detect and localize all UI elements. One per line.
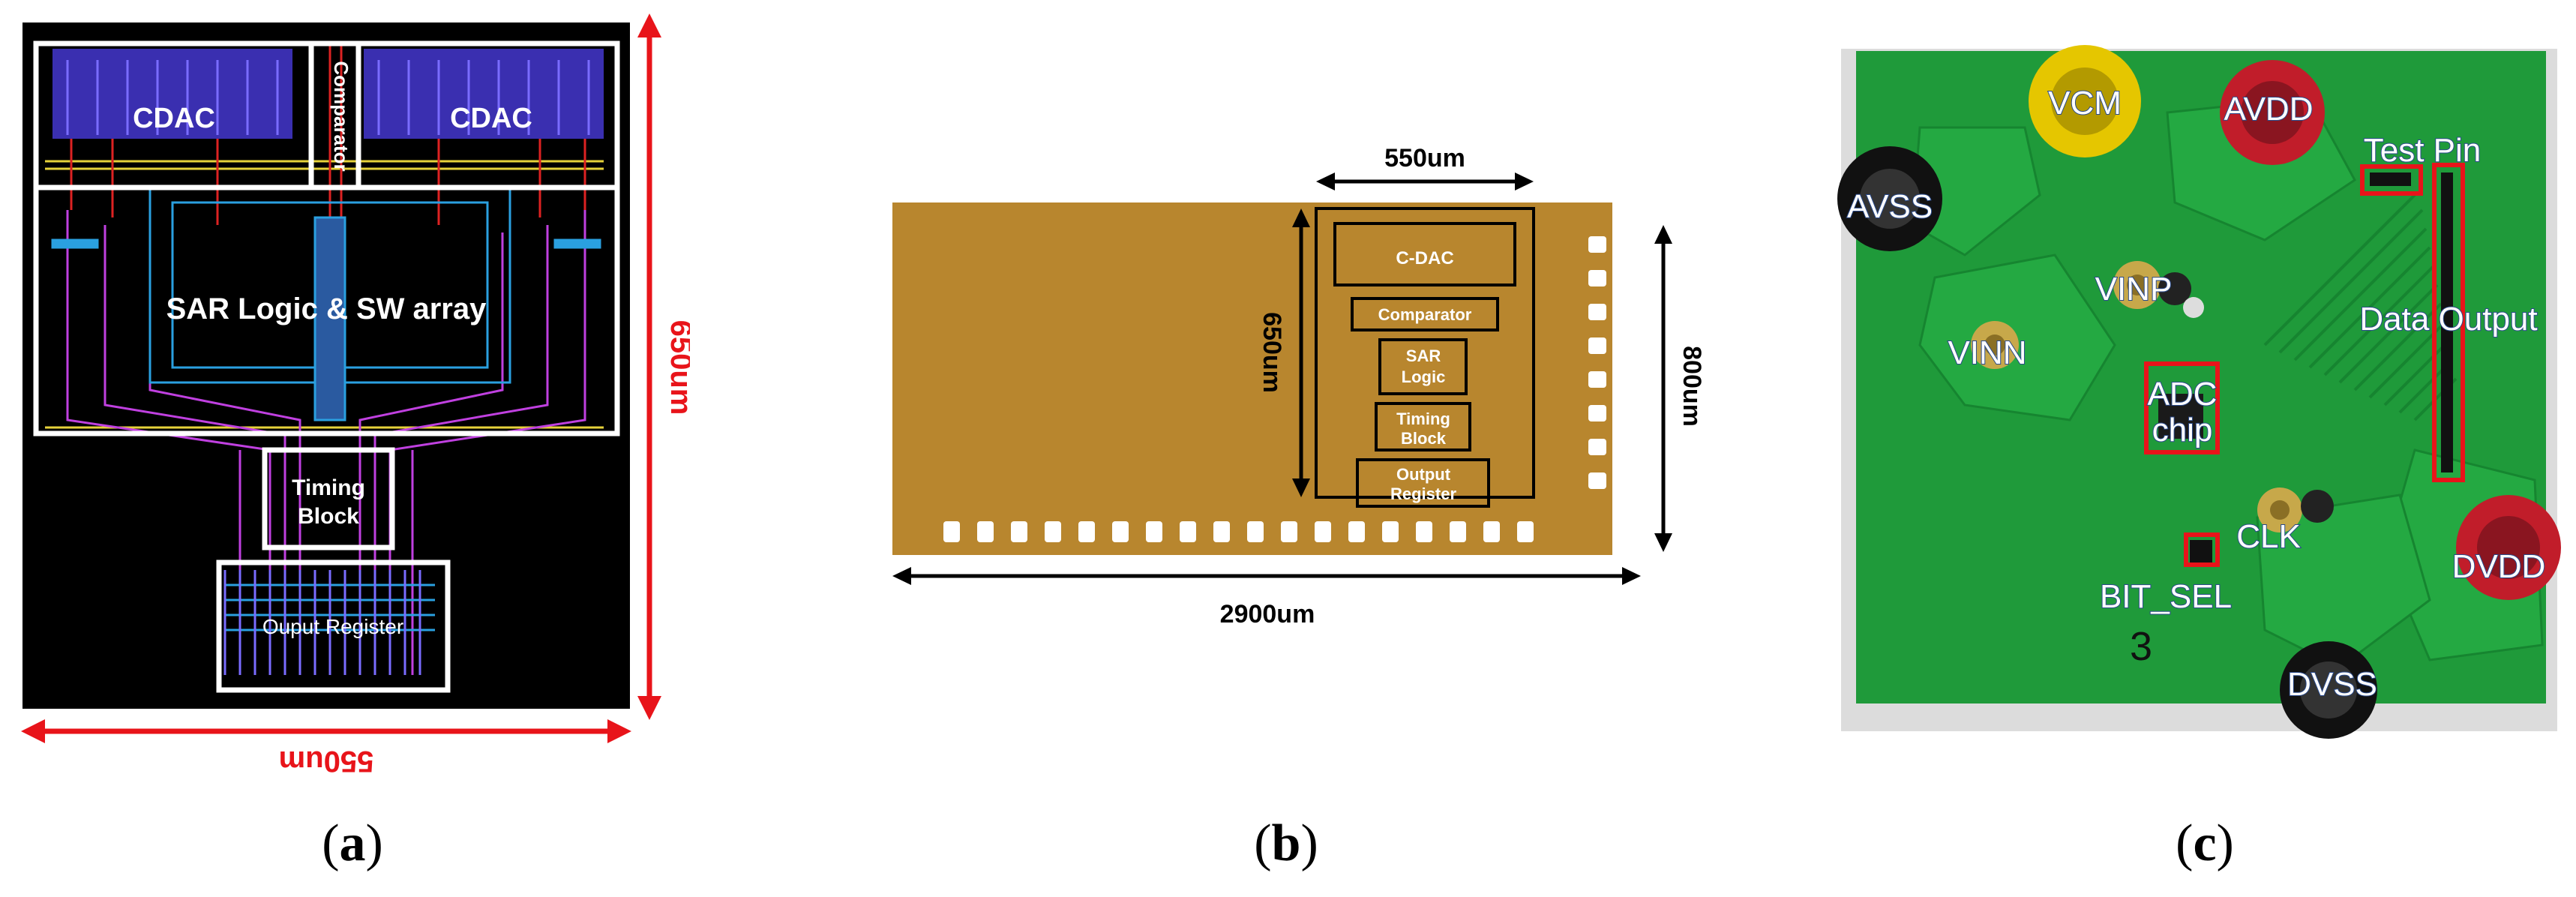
top-width-arrow <box>1316 172 1534 190</box>
bond-pads-bottom <box>943 521 1534 542</box>
timing-block-label-line1: Timing <box>292 476 365 500</box>
height-dimension-label: 650um <box>664 320 690 416</box>
data-output-traces <box>2263 194 2458 422</box>
right-height-label: 800um <box>1678 346 1702 427</box>
output-register-label-line1: Output <box>1396 465 1451 484</box>
caption-a: (a) <box>322 814 383 872</box>
vcm-connector <box>2029 45 2141 158</box>
vinn-sma-connector <box>1971 321 2019 369</box>
sar-logic-label: SAR Logic & SW array <box>166 292 487 326</box>
die-block-outlines <box>1315 207 1535 508</box>
pcb-marking: 3 <box>2130 624 2152 669</box>
left-height-label: 650um <box>1258 312 1286 393</box>
vinp-label: VINP <box>2095 271 2173 308</box>
test-pin-label: Test Pin <box>2364 132 2482 169</box>
bottom-width-label: 2900um <box>1220 600 1315 628</box>
die-background <box>892 202 1612 555</box>
dvss-connector <box>2280 641 2377 739</box>
height-dimension-arrow <box>637 14 661 720</box>
cdac-label: C-DAC <box>1396 248 1453 268</box>
avdd-label: AVDD <box>2224 91 2314 128</box>
caption-c: (c) <box>2176 814 2234 872</box>
comparator-label-b: Comparator <box>1378 305 1472 324</box>
bit-sel-label: BIT_SEL <box>2100 578 2232 615</box>
output-register-label-line2: Register <box>1390 484 1456 503</box>
left-height-arrow <box>1292 208 1310 497</box>
cdac-right-label: CDAC <box>450 103 532 134</box>
timing-label-line1: Timing <box>1396 410 1450 428</box>
bit-sel-jumper <box>2190 540 2212 562</box>
dvdd-connector <box>2456 495 2561 600</box>
layout-routing <box>45 45 604 675</box>
avdd-connector <box>2220 60 2325 165</box>
data-output-header <box>2441 172 2453 472</box>
dvdd-label: DVDD <box>2452 548 2546 585</box>
data-output-label: Data Output <box>2359 301 2537 338</box>
bottom-width-arrow <box>892 567 1641 585</box>
timing-block-label-line2: Block <box>298 504 359 529</box>
adc-chip-label-line2: chip <box>2152 412 2213 448</box>
clk-sma-connector <box>2257 488 2334 532</box>
caption-b: (b) <box>1254 814 1318 872</box>
panel-c-pcb-photo: VCM AVDD Test Pin AVSS VINP VINN Data Ou… <box>1837 45 2561 739</box>
dvss-label: DVSS <box>2287 666 2377 703</box>
width-dimension-arrow <box>21 719 631 743</box>
vinp-sma-connector <box>2113 261 2204 318</box>
vinn-label: VINN <box>1948 334 2026 371</box>
layout-block-outlines <box>33 40 620 693</box>
adc-chip-label-line1: ADC <box>2148 376 2218 412</box>
adc-chip-body <box>2158 394 2203 439</box>
highlight-boxes <box>2144 163 2465 567</box>
avss-label: AVSS <box>1847 188 1933 225</box>
panel-b-die-photo: C-DAC Comparator SAR Logic Timing Block … <box>892 144 1702 628</box>
bond-pads-right <box>1588 236 1606 489</box>
clk-label: CLK <box>2236 518 2301 555</box>
right-height-arrow <box>1654 225 1672 552</box>
timing-label-line2: Block <box>1401 429 1447 448</box>
test-pin-header <box>2370 172 2411 186</box>
panel-a-layout: CDAC CDAC Comparator SAR Logic & SW arra… <box>21 14 690 778</box>
top-width-label: 550um <box>1384 144 1465 172</box>
vcm-label: VCM <box>2048 85 2122 122</box>
width-dimension-label: 550um <box>279 745 374 778</box>
comparator-label: Comparator <box>330 61 352 171</box>
cdac-left-label: CDAC <box>133 103 215 134</box>
avss-connector <box>1837 146 1942 251</box>
sar-label-line1: SAR <box>1406 346 1441 365</box>
output-register-label: Ouput Register <box>262 615 403 638</box>
sar-label-line2: Logic <box>1402 368 1446 386</box>
